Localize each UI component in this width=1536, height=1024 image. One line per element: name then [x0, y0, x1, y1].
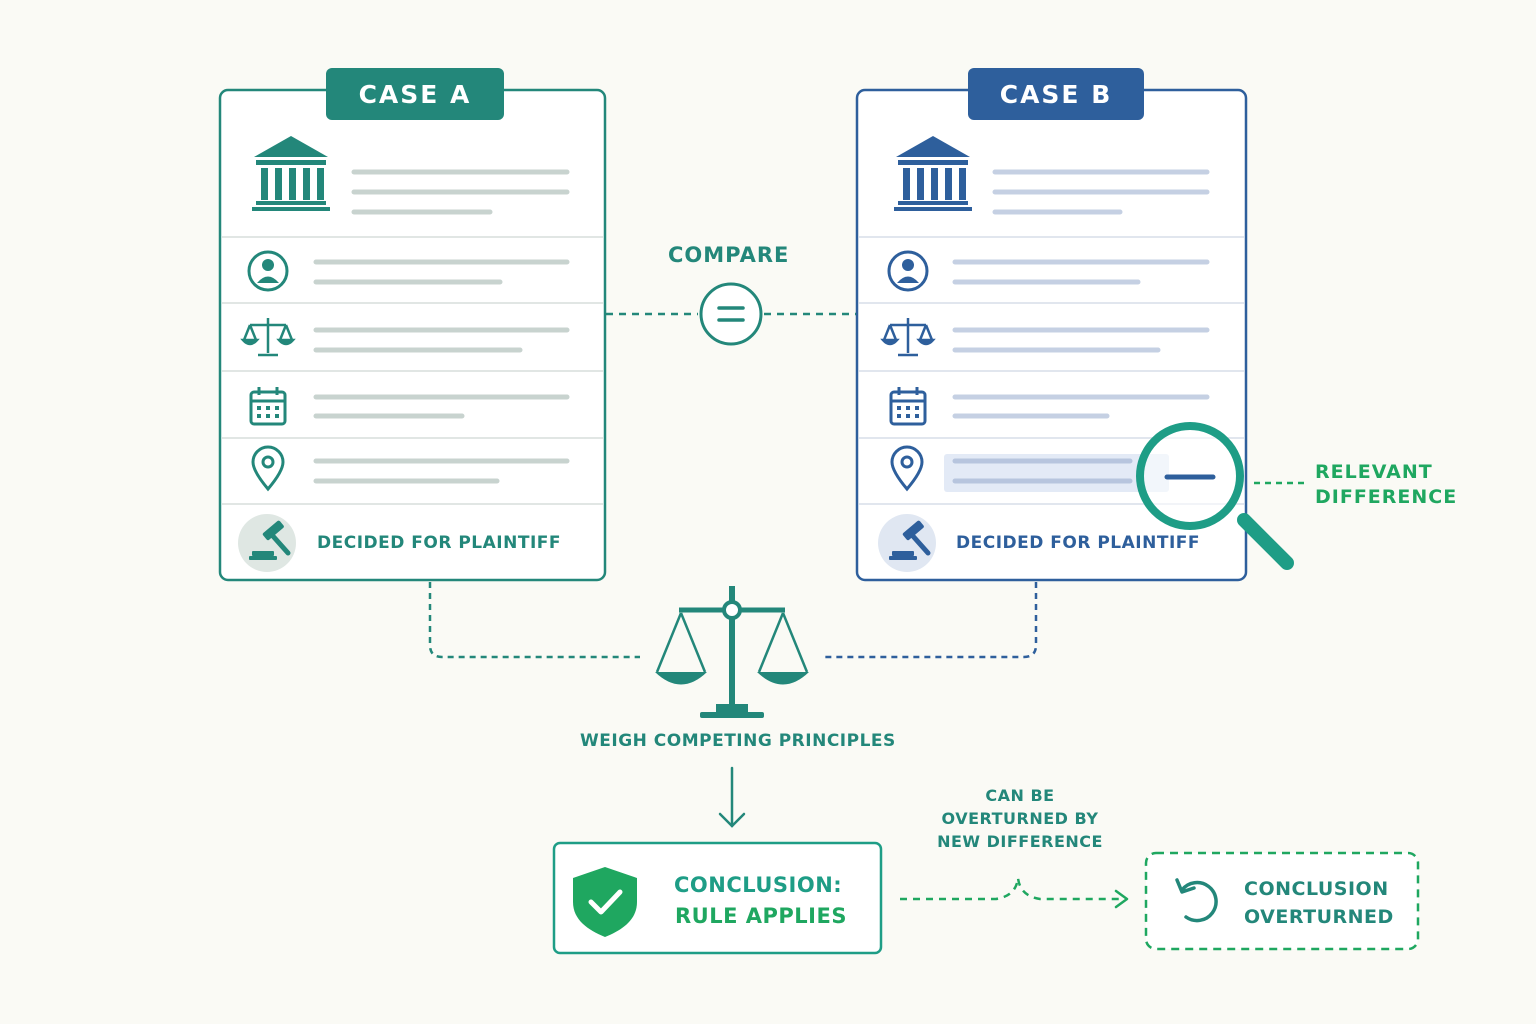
case-b-text-lines: [952, 169, 1210, 484]
compare-label: COMPARE: [668, 243, 790, 267]
difference-label-line2: DIFFERENCE: [1315, 486, 1458, 508]
undo-icon: [1175, 878, 1218, 923]
location-pin-icon: [251, 445, 285, 492]
case-a-title: CASE A: [326, 68, 504, 120]
calendar-icon: [249, 387, 287, 426]
equals-icon: [699, 282, 763, 346]
conclusion-line2: RULE APPLIES: [675, 904, 847, 928]
courthouse-icon: [252, 136, 330, 211]
overturned-line1: CONCLUSION: [1244, 878, 1389, 900]
down-arrow: [718, 766, 746, 828]
scales-icon: [240, 318, 296, 357]
case-b-connector: [822, 582, 1038, 659]
compare-connector: [606, 282, 856, 346]
case-b-title: CASE B: [968, 68, 1144, 120]
case-a-text-lines: [313, 169, 570, 484]
courthouse-icon: [894, 136, 972, 211]
case-a-outcome: DECIDED FOR PLAINTIFF: [317, 533, 562, 553]
case-a-card: [218, 88, 607, 582]
gavel-icon: [238, 514, 296, 572]
difference-label-line1: RELEVANT: [1315, 461, 1433, 483]
overturn-arrow: [900, 877, 1129, 909]
calendar-icon: [889, 387, 927, 426]
overturn-note-line2: OVERTURNED BY: [941, 809, 1099, 828]
overturned-box: [1144, 851, 1420, 951]
conclusion-box: [552, 841, 883, 955]
case-b-outcome: DECIDED FOR PLAINTIFF: [956, 533, 1201, 553]
shield-check-icon: [573, 867, 637, 937]
gavel-icon: [878, 514, 936, 572]
balance-scale-icon: [655, 586, 809, 718]
overturn-note-line3: NEW DIFFERENCE: [937, 832, 1103, 851]
scales-icon: [880, 318, 936, 357]
magnifier-icon: [1136, 422, 1306, 570]
overturned-line2: OVERTURNED: [1244, 906, 1394, 928]
overturn-note-line1: CAN BE: [985, 786, 1055, 805]
conclusion-line1: CONCLUSION:: [674, 873, 843, 897]
person-icon: [887, 250, 929, 292]
person-icon: [247, 250, 289, 292]
case-a-connector: [428, 582, 640, 659]
location-pin-icon: [890, 445, 924, 492]
weigh-label: WEIGH COMPETING PRINCIPLES: [580, 731, 896, 751]
